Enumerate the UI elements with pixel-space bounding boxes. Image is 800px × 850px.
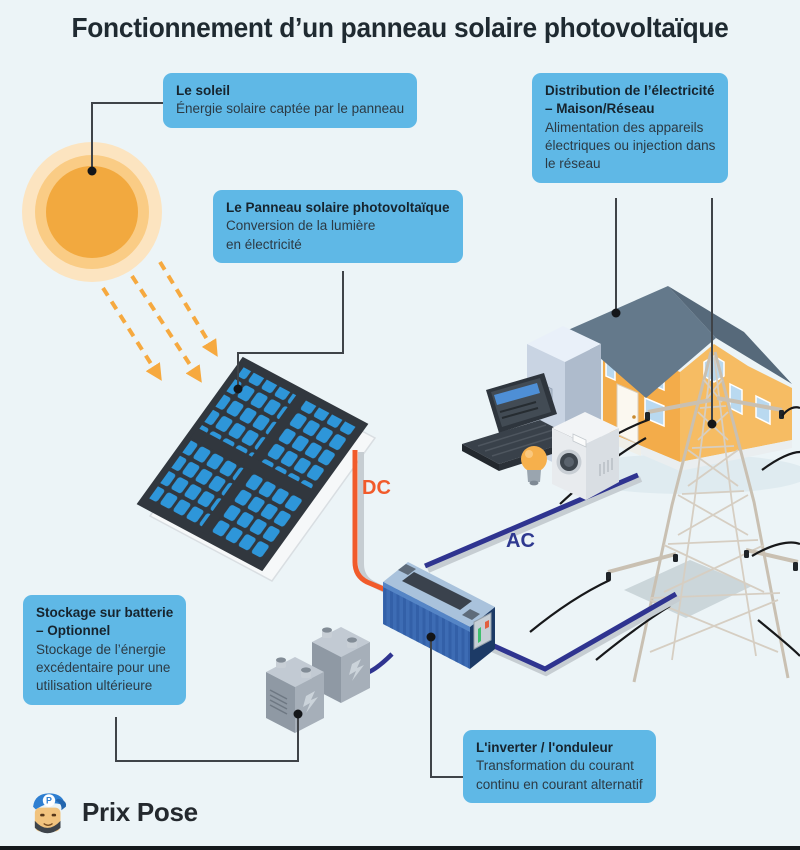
callout-inverter-title: L'inverter / l'onduleur: [476, 740, 613, 755]
connector-battery: [115, 716, 299, 762]
sun-icon: [22, 142, 162, 282]
solar-panel-illustration: [136, 356, 377, 582]
dc-cable: [352, 450, 391, 595]
callout-panel: Le Panneau solaire photovoltaïque Conver…: [213, 190, 463, 264]
dc-current-label: DC: [362, 477, 391, 499]
connector-inverter: [430, 639, 463, 778]
callout-inverter: L'inverter / l'onduleur Transformation d…: [463, 730, 656, 804]
mascot-badge-letter: P: [46, 796, 52, 806]
callout-distribution-title: Distribution de l’électricité: [545, 83, 715, 98]
house-illustration: [566, 286, 800, 494]
connector-dots: [87, 166, 717, 719]
callout-sun-title: Le soleil: [176, 83, 231, 98]
callout-sun: Le soleil Énergie solaire captée par le …: [163, 73, 418, 128]
light-bulb-icon: [521, 446, 547, 486]
connector-panel: [237, 271, 344, 387]
ac-cable-pylon: [490, 591, 681, 677]
washing-machine-illustration: [552, 412, 619, 500]
brand-logo: P Prix Pose: [26, 786, 198, 838]
callout-sun-body: Énergie solaire captée par le panneau: [176, 101, 405, 117]
brand-name: Prix Pose: [82, 796, 198, 827]
connector-sun: [91, 102, 163, 169]
inverter-illustration: [383, 562, 495, 669]
callout-battery-title: Stockage sur batterie: [36, 605, 174, 620]
footer-divider: [0, 846, 800, 850]
page-title: Fonctionnement d’un panneau solaire phot…: [71, 12, 729, 43]
callout-distribution: Distribution de l’électricité – Maison/R…: [532, 73, 729, 183]
callout-battery: Stockage sur batterie – Optionnel Stocka…: [23, 595, 187, 705]
ac-current-label: AC: [506, 530, 535, 552]
sun-rays-icon: [101, 260, 218, 383]
ac-cable-house: [424, 472, 643, 573]
callout-panel-title: Le Panneau solaire photovoltaïque: [226, 200, 450, 215]
mascot-icon: P: [33, 793, 67, 834]
callout-connectors: [91, 102, 713, 778]
battery-illustration: [266, 627, 370, 733]
